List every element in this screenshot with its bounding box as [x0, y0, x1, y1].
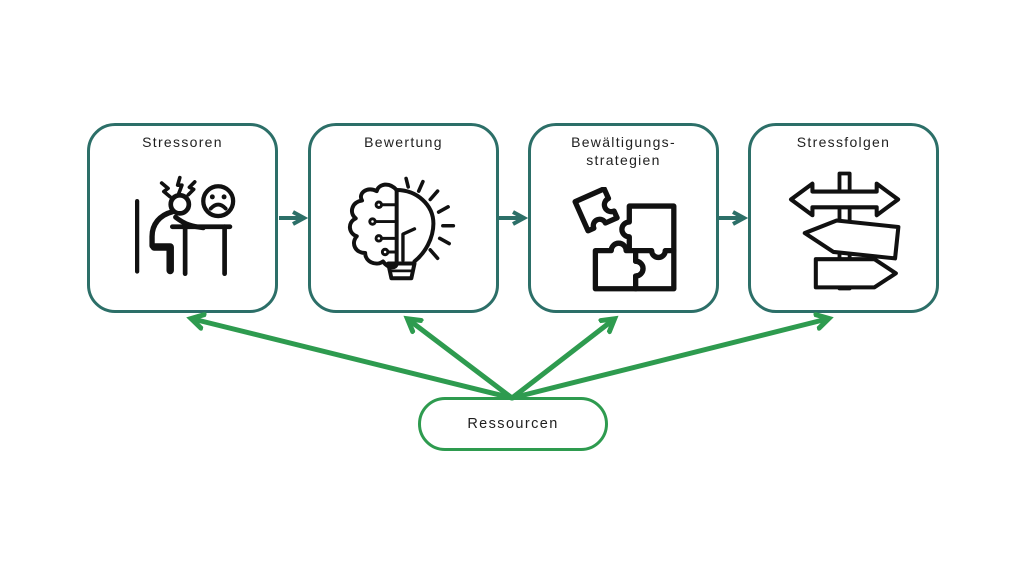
box-title-stressoren: Stressoren [142, 134, 223, 150]
resource-arrow-to-bewaeltigung [509, 320, 613, 401]
box-title-bewertung: Bewertung [364, 134, 443, 150]
box-title-bewaeltigungsstrategien: Bewältigungs-strategien [571, 134, 676, 169]
box-title-stressfolgen: Stressfolgen [796, 134, 891, 150]
puzzle-pieces-icon [571, 186, 676, 292]
resource-arrow-to-bewertung [409, 320, 515, 401]
resource-arrow-to-stressfolgen [509, 319, 827, 401]
box-bewertung: Bewertung [308, 123, 499, 313]
resource-arrow-to-stressoren [193, 319, 515, 401]
box-stressfolgen: Stressfolgen [748, 123, 939, 313]
box-bewaeltigungsstrategien: Bewältigungs-strategien [528, 123, 719, 313]
box-stressoren: Stressoren [87, 123, 278, 313]
stressed-person-desk-icon [134, 175, 235, 276]
ressourcen-label: Ressourcen [467, 416, 559, 432]
box-ressourcen: Ressourcen [418, 397, 608, 451]
signpost-icon [788, 171, 900, 291]
brain-lightbulb-icon [347, 176, 455, 280]
